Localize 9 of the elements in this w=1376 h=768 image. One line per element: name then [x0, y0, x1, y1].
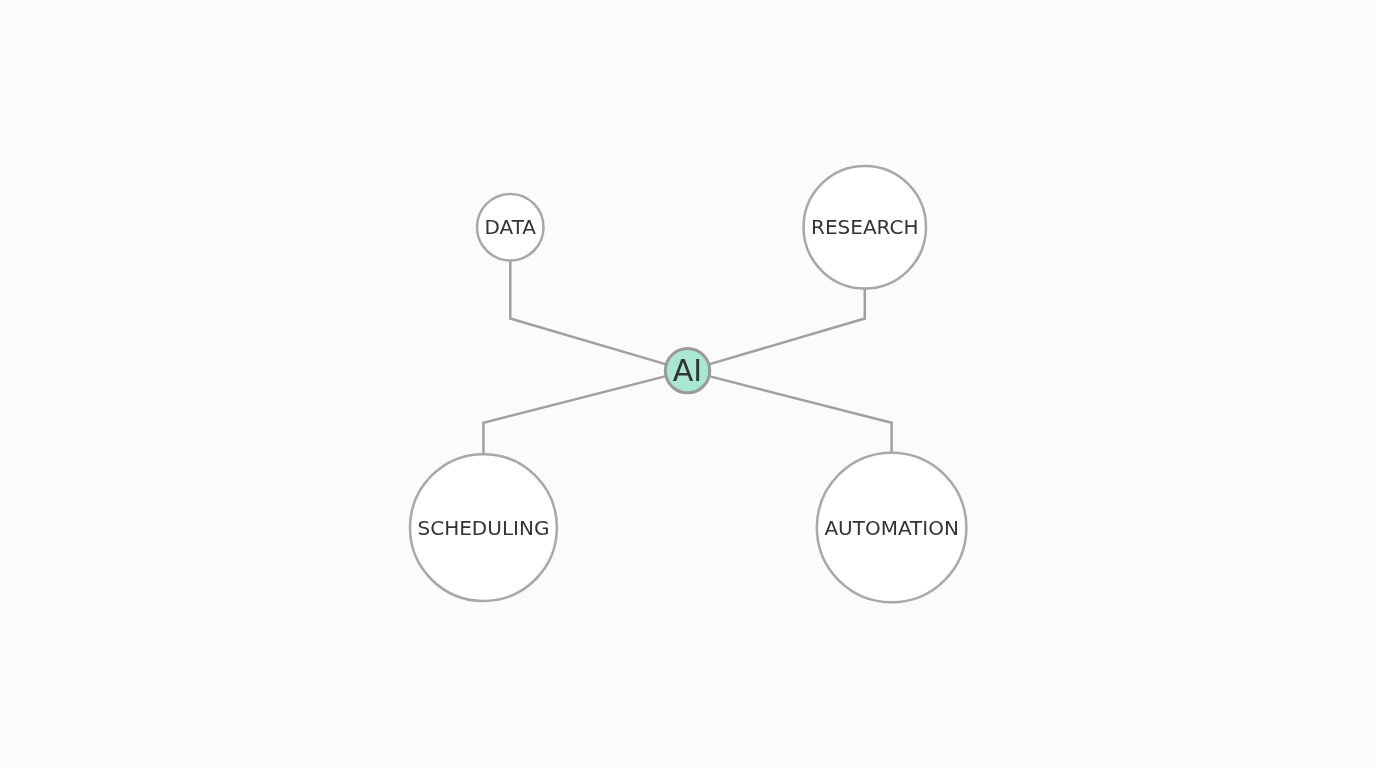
connector — [508, 260, 667, 366]
connector — [708, 374, 893, 453]
connector — [482, 374, 667, 454]
node-circle: AUTOMATION — [815, 451, 968, 604]
node-circle: DATA — [475, 192, 545, 262]
node-circle: SCHEDULING — [408, 452, 558, 603]
node-circle: AI — [663, 346, 712, 395]
node-circle: RESEARCH — [802, 164, 928, 290]
connector — [708, 288, 866, 366]
